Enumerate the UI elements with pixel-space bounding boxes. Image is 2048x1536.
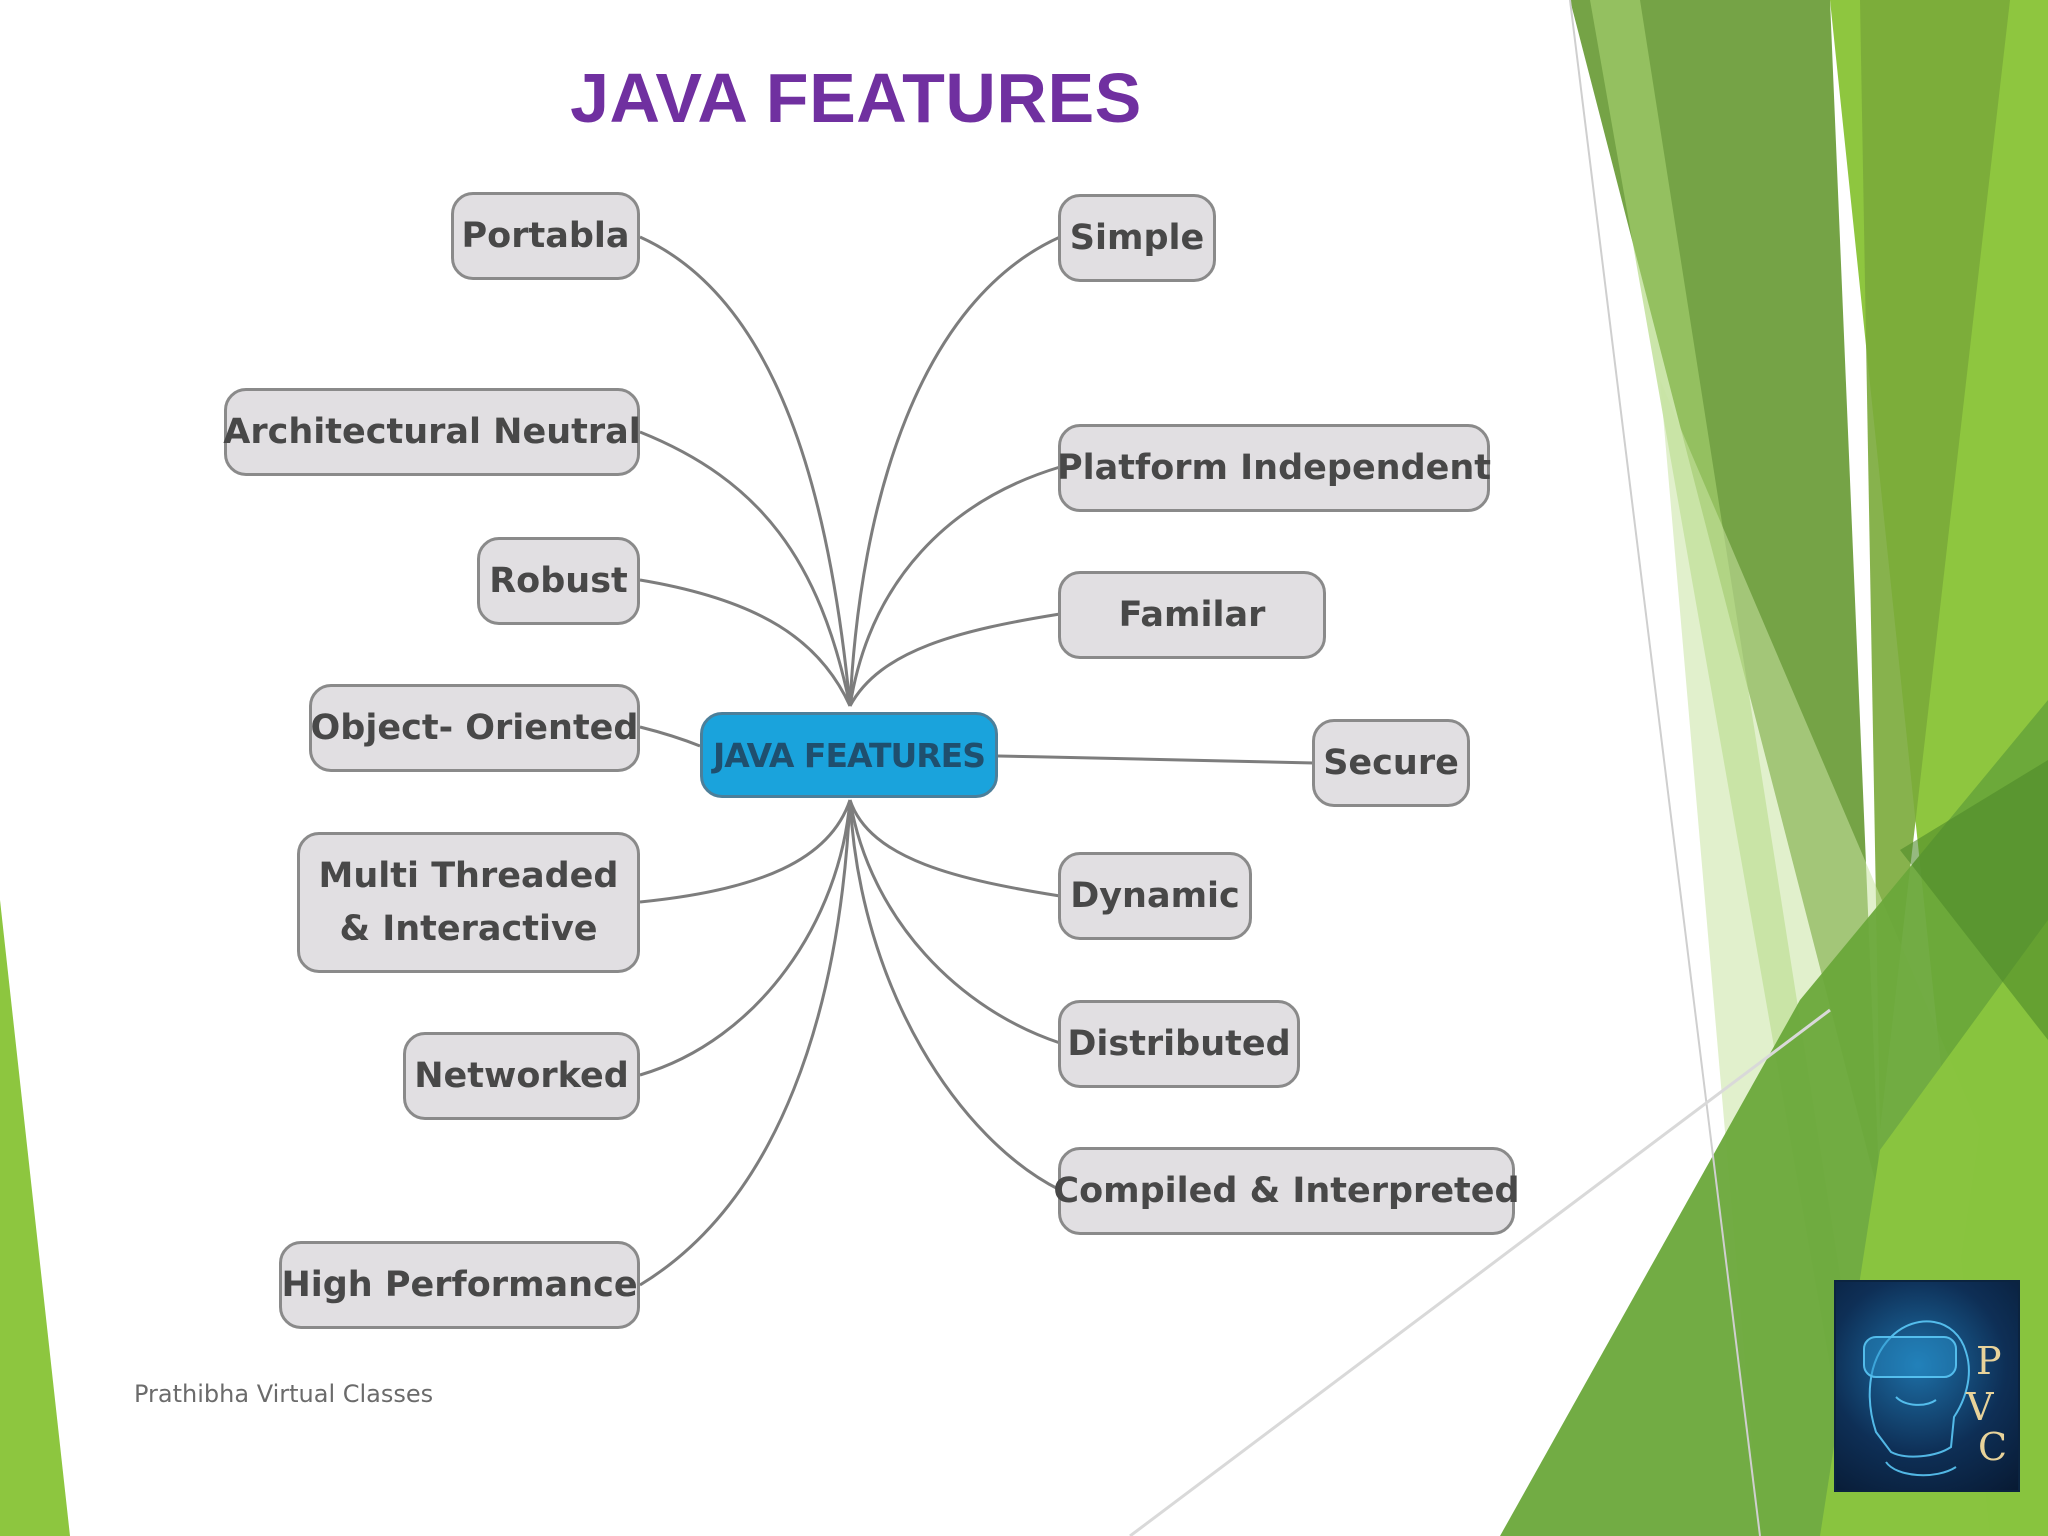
- vr-headset-head-icon: P V C: [1863, 1320, 2007, 1477]
- node-portabla[interactable]: Portabla: [451, 192, 640, 280]
- node-platform-independent[interactable]: Platform Independent: [1057, 424, 1491, 512]
- node-multi-threaded-interactive[interactable]: Multi Threaded & Interactive: [297, 832, 640, 973]
- node-object-oriented[interactable]: Object- Oriented: [309, 684, 640, 772]
- link-compiled-interpreted: [848, 799, 1061, 1192]
- node-distributed[interactable]: Distributed: [1058, 1000, 1300, 1088]
- node-networked[interactable]: Networked: [403, 1032, 640, 1120]
- link-multi-threaded: [639, 799, 852, 904]
- link-networked: [639, 799, 852, 1077]
- node-secure[interactable]: Secure: [1312, 719, 1470, 807]
- logo-letter-v: V: [1965, 1385, 1994, 1429]
- center-node[interactable]: JAVA FEATURES: [700, 712, 998, 798]
- footer-text: Prathibha Virtual Classes: [134, 1380, 434, 1408]
- link-platform-independent: [848, 465, 1061, 707]
- link-distributed: [848, 799, 1061, 1045]
- link-robust: [639, 578, 852, 707]
- pvc-logo: P V C: [1834, 1280, 2020, 1492]
- link-familar: [848, 612, 1061, 707]
- link-portabla: [639, 235, 852, 707]
- node-robust[interactable]: Robust: [477, 537, 640, 625]
- link-dynamic: [848, 799, 1061, 898]
- node-compiled-interpreted[interactable]: Compiled & Interpreted: [1053, 1147, 1520, 1235]
- node-dynamic[interactable]: Dynamic: [1058, 852, 1252, 940]
- link-secure: [997, 754, 1315, 765]
- link-simple: [848, 235, 1061, 707]
- node-simple[interactable]: Simple: [1058, 194, 1216, 282]
- node-familar[interactable]: Familar: [1058, 571, 1326, 659]
- link-object-oriented: [639, 725, 701, 748]
- logo-letter-p: P: [1976, 1339, 2002, 1383]
- link-high-performance: [639, 799, 852, 1287]
- node-architectural-neutral[interactable]: Architectural Neutral: [223, 388, 641, 476]
- page-title: JAVA FEATURES: [570, 59, 1142, 137]
- logo-letter-c: C: [1978, 1425, 2007, 1469]
- node-high-performance[interactable]: High Performance: [279, 1241, 640, 1329]
- link-architectural-neutral: [639, 430, 852, 707]
